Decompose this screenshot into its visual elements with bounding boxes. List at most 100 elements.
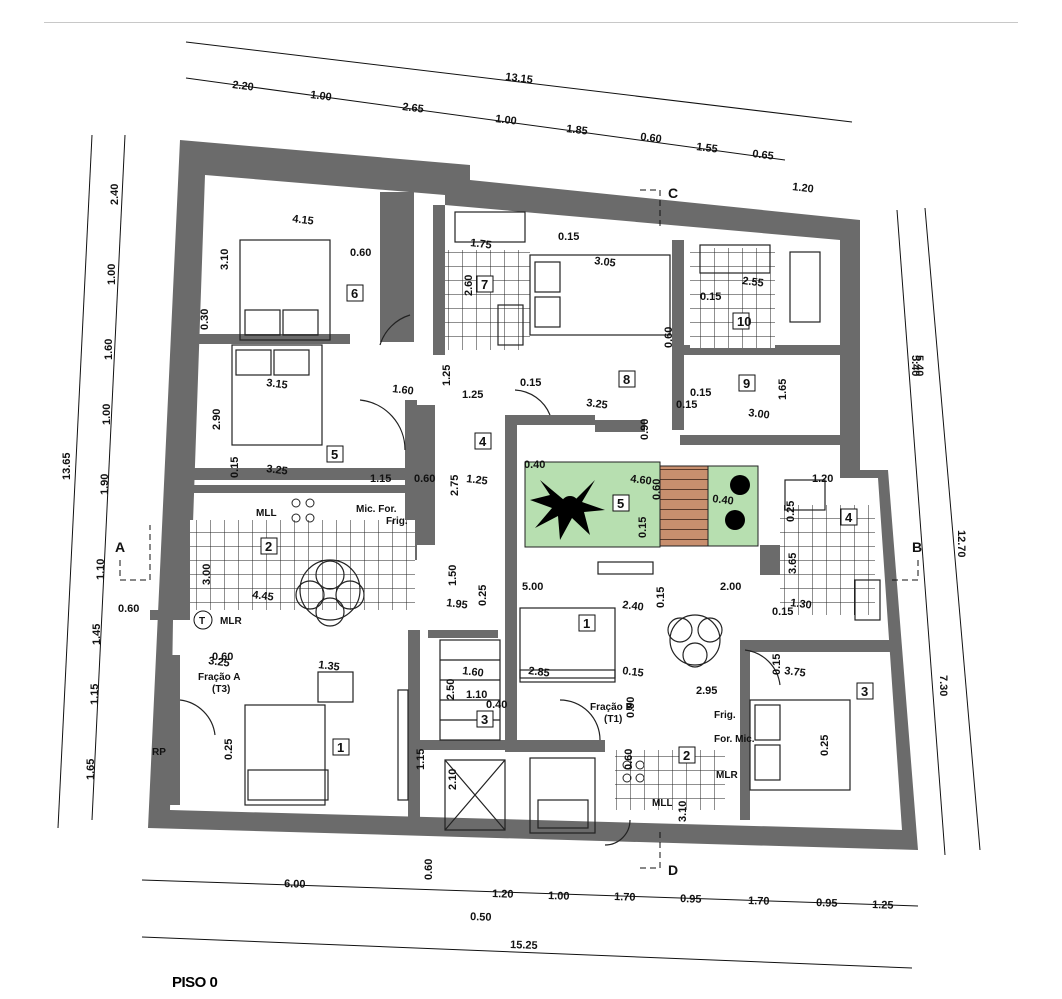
inner-dim-25: 1.20 (812, 473, 833, 485)
room-b-10: 10 (737, 314, 751, 329)
inner-dim-61: 0.15 (772, 606, 793, 618)
inner-dim-32: 0.25 (477, 585, 489, 606)
dim-bottom-6: 0.95 (816, 897, 838, 910)
inner-dim-58: 0.15 (676, 399, 697, 411)
inner-dim-47: 0.90 (625, 697, 637, 718)
dimension-lines (57, 41, 981, 969)
inner-dim-35: 0.15 (655, 587, 667, 608)
appliance-mlr: MLR (220, 616, 242, 627)
section-label-a: A (115, 539, 125, 555)
room-a-4: 4 (479, 434, 487, 449)
inner-dim-63: 0.40 (486, 699, 507, 711)
room-b-1-box (578, 614, 596, 632)
dim-bottom-7: 1.25 (872, 899, 894, 912)
dim-bottom-2: 1.00 (548, 890, 570, 903)
inner-dim-51: 1.15 (415, 749, 427, 770)
room-a-3-box (476, 710, 494, 728)
inner-dim-18: 3.25 (266, 463, 289, 478)
inner-dim-34: 2.40 (622, 599, 645, 614)
appliance-frig-b: Frig. (714, 710, 736, 721)
inner-dim-54: 2.60 (463, 275, 475, 296)
inner-dim-24: 0.40 (712, 493, 735, 508)
section-label-d: D (668, 862, 678, 878)
section-markers (119, 189, 919, 869)
stove-icons (291, 498, 645, 783)
room-a-5: 5 (331, 447, 338, 462)
inner-dim-49: 3.10 (677, 801, 689, 822)
dim-left-4: 1.90 (99, 474, 111, 495)
dim-bottom-1: 1.20 (492, 888, 514, 901)
room-b-2: 2 (683, 748, 690, 763)
dim-right-1: 12.70 (955, 530, 967, 558)
appliance-t-symbol (193, 610, 213, 630)
room-b-4-box (840, 508, 858, 526)
room-b-8: 8 (623, 372, 630, 387)
room-a-1-box (332, 738, 350, 756)
patio (524, 461, 661, 548)
interior-walls (150, 192, 890, 820)
inner-dim-37: 1.30 (790, 597, 813, 612)
fracao-b-label: Fração B (590, 702, 633, 713)
inner-dim-16: 3.00 (748, 407, 771, 422)
dim-left-3: 1.00 (101, 404, 113, 425)
appliance-mll-b: MLL (652, 798, 673, 809)
appliance-for-mic: For. Mic. (714, 734, 755, 745)
room-a-4-box (474, 432, 492, 450)
inner-dim-30: 1.50 (447, 565, 459, 586)
furniture (179, 211, 881, 846)
inner-dim-8: 3.15 (266, 377, 289, 392)
room-a-2-box (260, 537, 278, 555)
inner-dim-5: 3.05 (594, 255, 617, 270)
room-a-7: 7 (481, 277, 488, 292)
fracao-a-label: Fração A (198, 672, 240, 683)
inner-dim-40: 1.60 (462, 665, 485, 680)
dim-top-5: 0.60 (640, 131, 663, 146)
inner-dim-65: 0.60 (212, 651, 233, 663)
inner-dim-3: 1.75 (470, 237, 493, 252)
dim-right-2: 7.30 (937, 675, 949, 696)
inner-dim-20: 0.60 (414, 473, 435, 485)
room-a-6: 6 (351, 286, 358, 301)
fracao-b-type: (T1) (604, 714, 622, 725)
inner-dim-2: 0.60 (350, 247, 371, 259)
dim-top-total: 13.15 (505, 71, 534, 86)
room-a-6-box (346, 284, 364, 302)
room-a-5-box (326, 445, 344, 463)
room-b-4: 4 (845, 510, 853, 525)
inner-dim-38: 3.25 (208, 655, 231, 670)
dim-bottom-small-1: 0.60 (423, 859, 435, 880)
dim-bottom-0: 6.00 (284, 878, 306, 891)
dim-top-6: 1.55 (696, 141, 719, 156)
shrub-icon (725, 475, 750, 530)
dim-top-0: 2.20 (232, 79, 255, 94)
dim-bottom-3: 1.70 (614, 891, 636, 904)
deck (659, 465, 709, 547)
appliance-mlr-b: MLR (716, 770, 738, 781)
inner-dim-36: 2.00 (720, 581, 741, 593)
inner-dim-23: 4.60 (630, 473, 653, 488)
room-b-10-box (732, 312, 750, 330)
dim-top-4: 1.85 (566, 123, 589, 138)
inner-dim-48: 0.60 (623, 749, 635, 770)
room-a-7-box (476, 275, 494, 293)
inner-dim-56: 0.60 (663, 327, 675, 348)
inner-dim-43: 2.95 (696, 685, 717, 697)
room-b-3: 3 (861, 684, 868, 699)
appliance-mll: MLL (256, 508, 277, 519)
dim-top-2: 2.65 (402, 101, 425, 116)
dim-left-0: 2.40 (109, 184, 121, 205)
inner-dim-57: 5.40 (913, 355, 925, 376)
inner-dim-17: 1.65 (777, 379, 789, 400)
fracao-a-type: (T3) (212, 684, 230, 695)
inner-dim-28: 3.00 (201, 564, 213, 585)
inner-dim-27: 2.75 (449, 475, 461, 496)
dim-bottom-5: 1.70 (748, 895, 770, 908)
inner-dim-4: 0.15 (558, 231, 579, 243)
dim-bottom-4: 0.95 (680, 893, 702, 906)
inner-dim-21: 1.25 (466, 473, 489, 488)
room-b-2-box (678, 746, 696, 764)
dim-bottom-total: 15.25 (510, 939, 538, 952)
top-rule (44, 22, 1018, 23)
inner-dim-11: 2.90 (211, 409, 223, 430)
